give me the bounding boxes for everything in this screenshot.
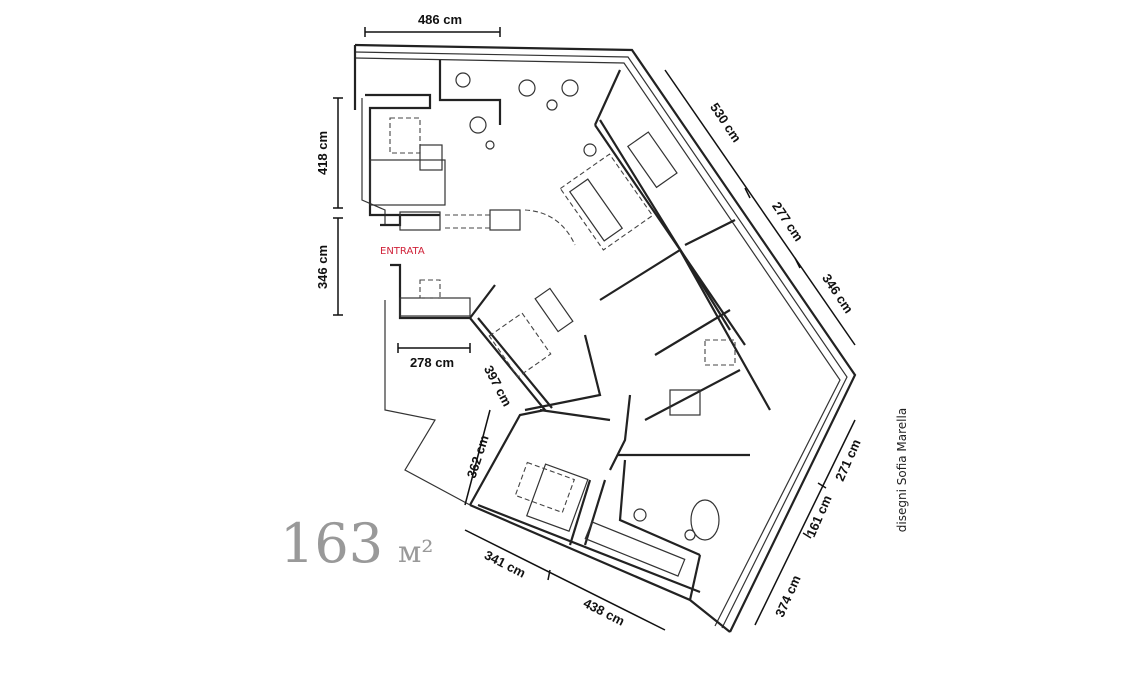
dim-right-middle: 277 cm [769, 199, 806, 244]
dim-left-lower: 346 cm [315, 245, 330, 289]
dim-bottom-left: 341 cm [482, 547, 528, 580]
building-outline [353, 43, 857, 633]
credit-text: disegni Sofia Marella [895, 408, 909, 532]
dim-inner-horizontal: 278 cm [410, 355, 454, 370]
dim-right-lower: 346 cm [819, 271, 856, 316]
area-unit: м² [398, 535, 433, 570]
area-value: 163 [280, 512, 383, 575]
dimension-lines [333, 27, 856, 631]
entrance-label: ENTRATA [380, 246, 425, 257]
dim-inner-diagonal: 397 cm [481, 363, 515, 409]
furniture [369, 72, 736, 577]
dim-left-upper: 418 cm [315, 131, 330, 175]
dim-top: 486 cm [418, 12, 462, 27]
dim-lower-right-a: 271 cm [832, 437, 864, 483]
